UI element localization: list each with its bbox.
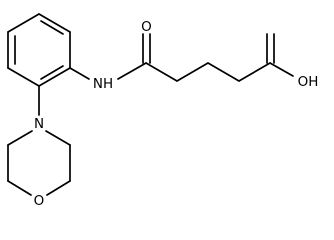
bond xyxy=(46,180,71,196)
bond xyxy=(69,67,90,80)
hydroxyl-label: OH xyxy=(298,74,319,90)
bond xyxy=(176,62,209,82)
bond xyxy=(145,62,178,82)
bond xyxy=(7,13,40,33)
bond xyxy=(117,62,147,80)
benzene-ring xyxy=(7,13,71,87)
bond xyxy=(269,62,294,77)
bond xyxy=(7,180,32,196)
bond xyxy=(238,62,271,82)
morpholine-oxygen-label: O xyxy=(34,193,45,209)
morpholine-ring xyxy=(7,85,71,196)
double-bond-inner xyxy=(40,65,64,80)
bond xyxy=(7,67,40,87)
amide-nitrogen-label: NH xyxy=(93,76,113,92)
morpholine-nitrogen-label: N xyxy=(34,116,44,132)
bond xyxy=(7,130,33,146)
bond xyxy=(45,130,71,146)
bond xyxy=(38,67,71,87)
double-bond-inner xyxy=(40,20,64,35)
amide-oxygen-label: O xyxy=(141,19,152,35)
bond xyxy=(207,62,240,82)
atom-labels: O NH OH N O xyxy=(34,19,319,209)
amide-chain xyxy=(69,33,294,82)
chemical-structure: O NH OH N O xyxy=(7,13,319,209)
bond xyxy=(38,13,71,33)
